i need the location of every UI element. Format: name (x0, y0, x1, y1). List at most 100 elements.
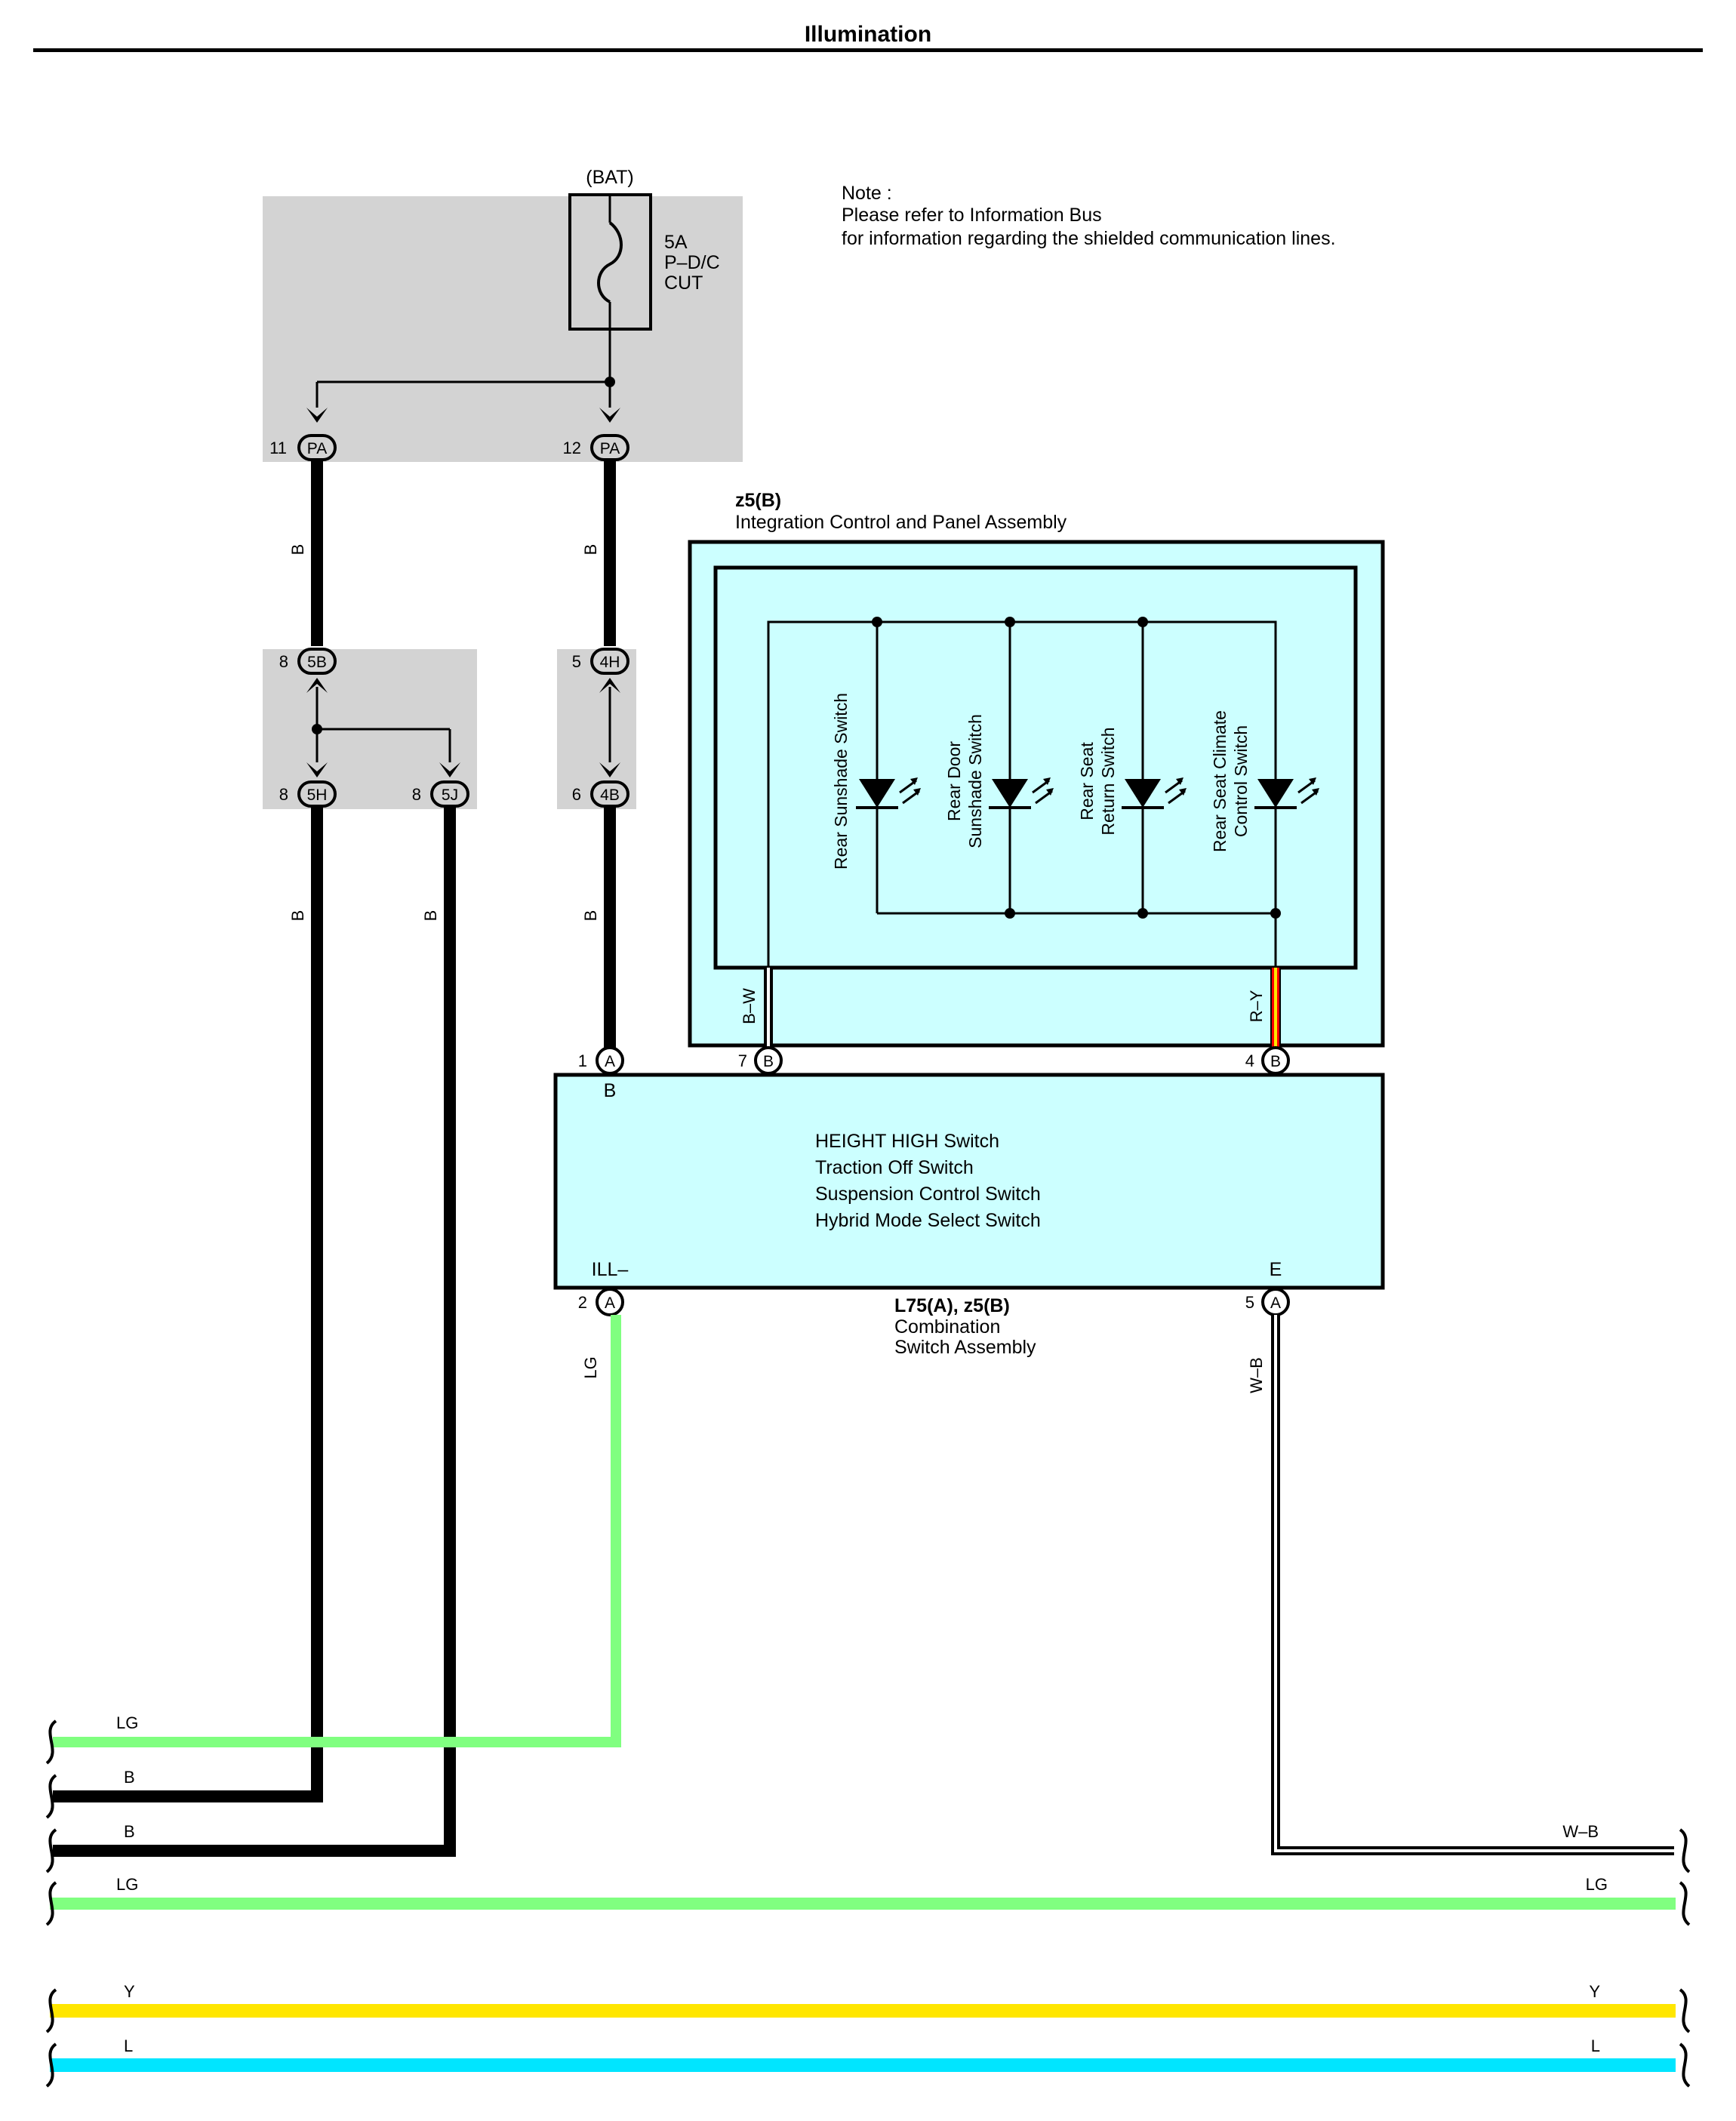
connector-5b: 5B 8 (279, 648, 337, 675)
svg-text:5J: 5J (442, 787, 458, 804)
bus-label-l: L (124, 2036, 133, 2055)
led-icon (992, 779, 1028, 808)
led-rear-door-sunshade: Rear Door Sunshade Switch (944, 622, 1054, 913)
switch-label: Return Switch (1098, 727, 1118, 835)
bus-label-lg: LG (116, 1713, 138, 1732)
switch-label: Sunshade Switch (965, 714, 985, 848)
pin-a5: A 5 (1245, 1288, 1290, 1316)
combination-name-2: Switch Assembly (894, 1337, 1036, 1358)
svg-text:5: 5 (1245, 1293, 1254, 1312)
fuse-icon (597, 221, 623, 303)
combination-switch-assembly: B HEIGHT HIGH Switch Traction Off Switch… (553, 1073, 1385, 1358)
switch-label: Rear Sunshade Switch (831, 693, 851, 870)
switch-label: Rear Seat Climate (1210, 710, 1230, 852)
switch-label: Control Switch (1231, 725, 1251, 837)
connector-4b: 4B 6 (572, 780, 629, 808)
combination-code: L75(A), z5(B) (894, 1295, 1010, 1316)
connector-5h: 5H 8 (279, 780, 337, 808)
svg-text:A: A (1270, 1294, 1281, 1312)
arrow-down-icon (599, 762, 620, 777)
connector-pa-11: PA 11 (269, 434, 337, 461)
svg-text:4B: 4B (600, 787, 620, 804)
pin-a2: A 2 (578, 1288, 624, 1316)
wire-b (53, 806, 456, 1857)
bus-label-b: B (124, 1822, 135, 1841)
bus-lines: LG B B W–B LG LG Y Y L L (50, 1713, 1676, 2072)
junction-block-box (263, 196, 743, 462)
combination-switch-box (553, 1073, 1385, 1290)
panel-inner-box (713, 565, 1358, 970)
svg-text:6: 6 (572, 785, 581, 804)
svg-text:8: 8 (279, 652, 288, 671)
wire-label-b: B (288, 544, 307, 556)
svg-text:11: 11 (269, 439, 287, 457)
wire-label-b: B (421, 910, 440, 922)
wire-label-bw: B–W (740, 988, 759, 1024)
wire-wb (1271, 1315, 1674, 1855)
title-rule (33, 48, 1703, 52)
switch-label: Rear Seat (1077, 742, 1097, 820)
svg-text:4: 4 (1245, 1051, 1254, 1070)
arrow-up-icon (306, 678, 328, 693)
svg-text:5: 5 (572, 652, 581, 671)
break-marks-right (1679, 1828, 1691, 2088)
connector-pa-12: PA 12 (563, 434, 629, 461)
arrow-down-icon (306, 762, 328, 777)
function-label: Traction Off Switch (815, 1157, 974, 1178)
arrow-down-icon (439, 762, 460, 777)
terminal-ill: ILL– (592, 1259, 629, 1280)
led-rear-seat-climate: Rear Seat Climate Control Switch (1210, 710, 1319, 852)
connector-5j: 5J 8 (412, 780, 469, 808)
svg-text:4H: 4H (600, 654, 620, 671)
wire-label-b: B (288, 910, 307, 922)
wire-label-b: B (581, 910, 600, 922)
bus-label-y: Y (1589, 1982, 1600, 2001)
fuse-name-1: P–D/C (664, 252, 720, 273)
svg-text:PA: PA (600, 440, 620, 457)
wire-label-b: B (581, 544, 600, 556)
svg-text:7: 7 (738, 1051, 747, 1070)
arrow-down-icon (306, 408, 328, 423)
svg-text:A: A (605, 1053, 615, 1070)
svg-text:1: 1 (578, 1051, 587, 1070)
fuse-name-2: CUT (664, 272, 703, 294)
wire-label-ry: R–Y (1247, 990, 1266, 1022)
arrow-up-icon (599, 678, 620, 693)
svg-text:8: 8 (412, 785, 421, 804)
fuse-rating: 5A (664, 232, 688, 253)
led-icon (1125, 779, 1161, 808)
page-title: Illumination (805, 22, 931, 47)
led-icon (859, 779, 895, 808)
bus-label-b: B (124, 1768, 135, 1787)
note-line-3: for information regarding the shielded c… (842, 228, 1336, 249)
wire-label-wb: W–B (1247, 1357, 1266, 1393)
svg-text:8: 8 (279, 785, 288, 804)
function-label: HEIGHT HIGH Switch (815, 1131, 999, 1152)
svg-text:12: 12 (563, 439, 581, 457)
wire-lg (53, 1315, 621, 1747)
led-rear-sunshade: Rear Sunshade Switch (831, 622, 921, 913)
combination-name-1: Combination (894, 1316, 1000, 1338)
note-line-1: Note : (842, 183, 892, 204)
switch-label: Rear Door (944, 741, 964, 821)
led-rear-seat-return: Rear Seat Return Switch (1077, 622, 1187, 913)
break-marks-left (45, 1719, 57, 2088)
svg-text:5H: 5H (307, 787, 328, 804)
bus-label-y: Y (124, 1982, 135, 2001)
bus-label-wb: W–B (1562, 1822, 1599, 1841)
function-label: Hybrid Mode Select Switch (815, 1210, 1041, 1231)
svg-text:PA: PA (307, 440, 327, 457)
svg-text:A: A (605, 1294, 615, 1312)
svg-text:2: 2 (578, 1293, 587, 1312)
svg-text:B: B (1270, 1053, 1281, 1070)
bus-label-lg: LG (1586, 1875, 1608, 1894)
note-line-2: Please refer to Information Bus (842, 205, 1102, 226)
svg-text:B: B (763, 1053, 774, 1070)
bus-label-l: L (1591, 2036, 1600, 2055)
pin-b7: B 7 (738, 1046, 783, 1075)
terminal-e: E (1270, 1259, 1282, 1280)
bat-label: (BAT) (586, 167, 633, 188)
pin-a1: A 1 (578, 1046, 624, 1075)
